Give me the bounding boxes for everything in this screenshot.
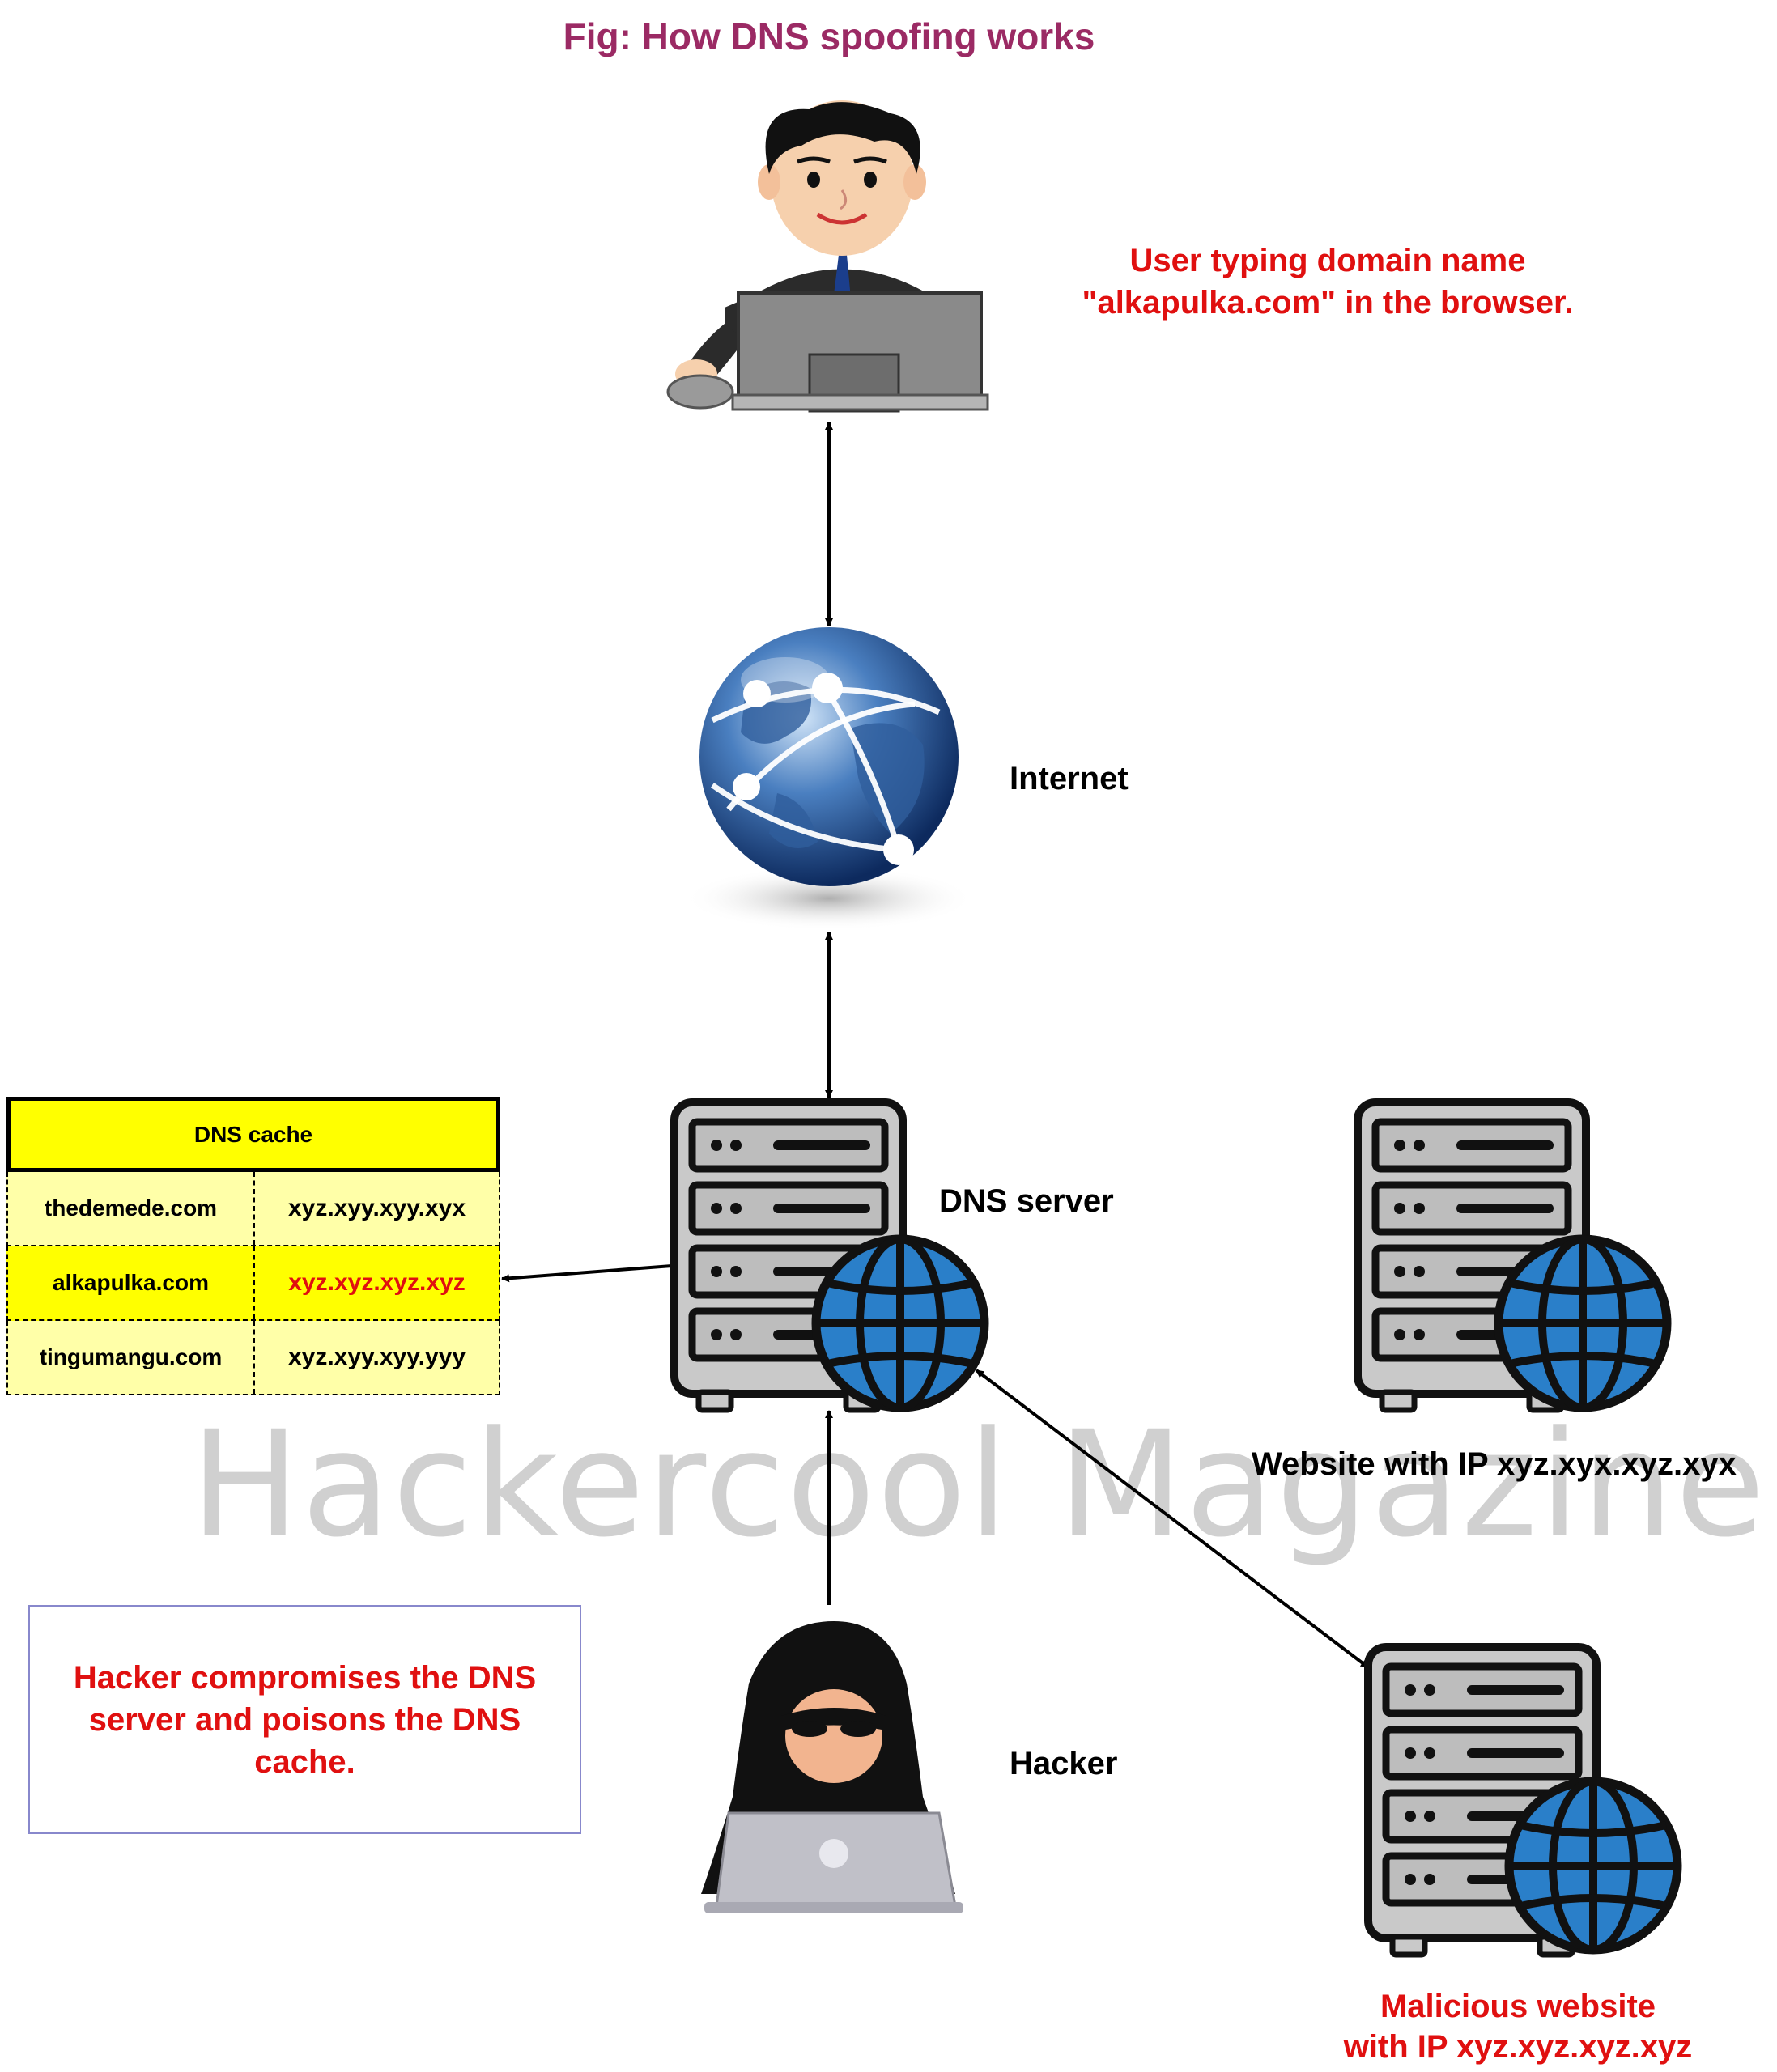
user-caption: User typing domain name "alkapulka.com" … (1012, 240, 1643, 324)
dns-cache-row-poisoned: alkapulka.com xyz.xyz.xyz.xyz (6, 1246, 500, 1321)
website-label: Website with IP xyz.xyx.xyz.xyx (1252, 1446, 1737, 1482)
arrow-dns-malicious (975, 1369, 1370, 1669)
dns-server-label: DNS server (939, 1183, 1114, 1219)
internet-globe-icon (683, 627, 975, 931)
hacker-label: Hacker (1010, 1746, 1118, 1781)
hacker-note-box: Hacker compromises the DNS server and po… (28, 1605, 581, 1834)
cache-domain: alkapulka.com (8, 1246, 255, 1319)
hacker-note-text: Hacker compromises the DNS server and po… (73, 1659, 537, 1780)
arrow-dns-cache (501, 1264, 673, 1283)
user-caption-line2: "alkapulka.com" in the browser. (1082, 285, 1574, 321)
dns-server-icon (674, 1102, 984, 1410)
dns-cache-table: DNS cache thedemede.com xyz.xyy.xyy.xyx … (6, 1097, 500, 1395)
user-at-computer-icon (666, 100, 989, 413)
hacker-icon (701, 1621, 963, 1913)
cache-ip: xyz.xyy.xyy.xyx (287, 1195, 466, 1221)
user-caption-line1: User typing domain name (1129, 243, 1526, 278)
internet-label: Internet (1010, 761, 1129, 796)
malicious-server-icon (1368, 1647, 1677, 1955)
malicious-caption-line1: Malicious website (1380, 1989, 1656, 2024)
cache-domain: tingumangu.com (8, 1321, 255, 1394)
dns-cache-row: tingumangu.com xyz.xyy.xyy.yyy (6, 1321, 500, 1395)
figure-title: Fig: How DNS spoofing works (563, 15, 1095, 57)
website-server-icon (1358, 1102, 1667, 1410)
dns-cache-row: thedemede.com xyz.xyy.xyy.xyx (6, 1172, 500, 1246)
cache-domain: thedemede.com (8, 1172, 255, 1245)
malicious-website-caption: Malicious website with IP xyz.xyz.xyz.xy… (1295, 1986, 1741, 2067)
cache-ip-poisoned: xyz.xyz.xyz.xyz (288, 1269, 466, 1296)
cache-ip: xyz.xyy.xyy.yyy (287, 1344, 466, 1370)
malicious-caption-line2: with IP xyz.xyz.xyz.xyz (1343, 2029, 1693, 2065)
dns-cache-header: DNS cache (6, 1097, 500, 1172)
